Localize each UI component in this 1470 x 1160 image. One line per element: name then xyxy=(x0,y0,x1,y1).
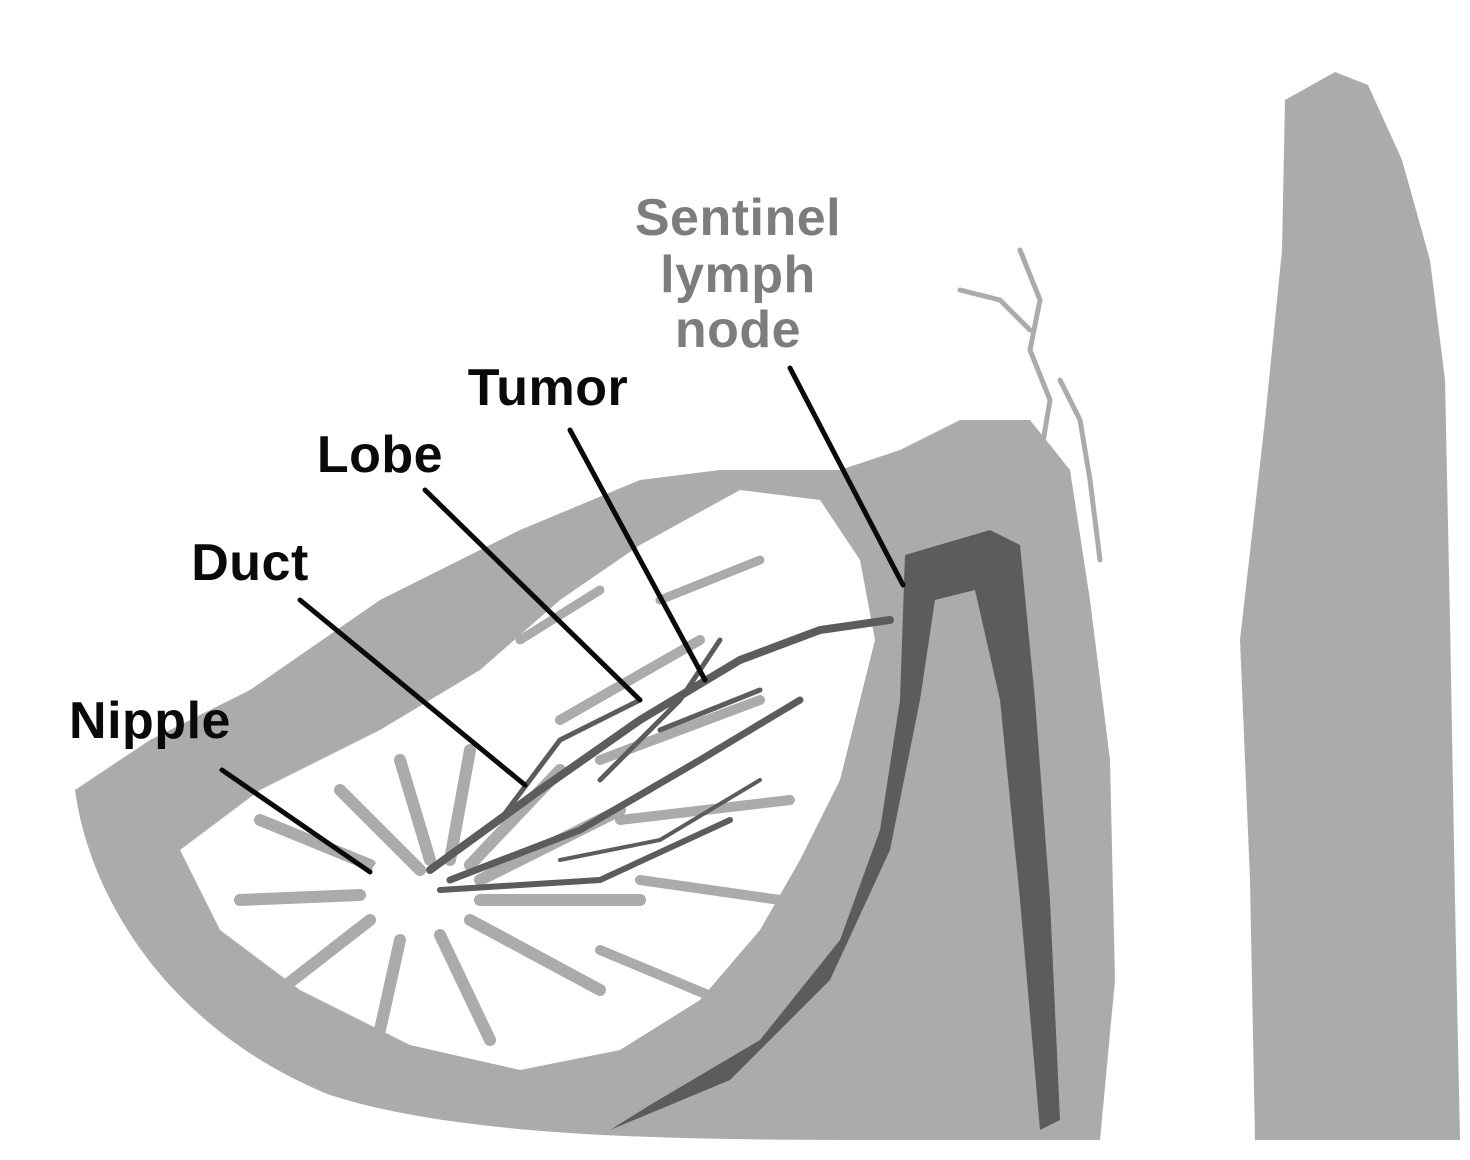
chest-wall xyxy=(1240,72,1460,1140)
tumor-label: Tumor xyxy=(468,359,628,417)
sentinel-label-line1: Sentinel xyxy=(635,189,841,247)
nipple-label: Nipple xyxy=(69,692,231,750)
sentinel-label-line3: node xyxy=(675,301,801,359)
lobe-label: Lobe xyxy=(317,426,443,484)
duct-label: Duct xyxy=(191,534,309,592)
nipple xyxy=(372,861,394,883)
sentinel-label-line2: lymph xyxy=(660,246,816,304)
